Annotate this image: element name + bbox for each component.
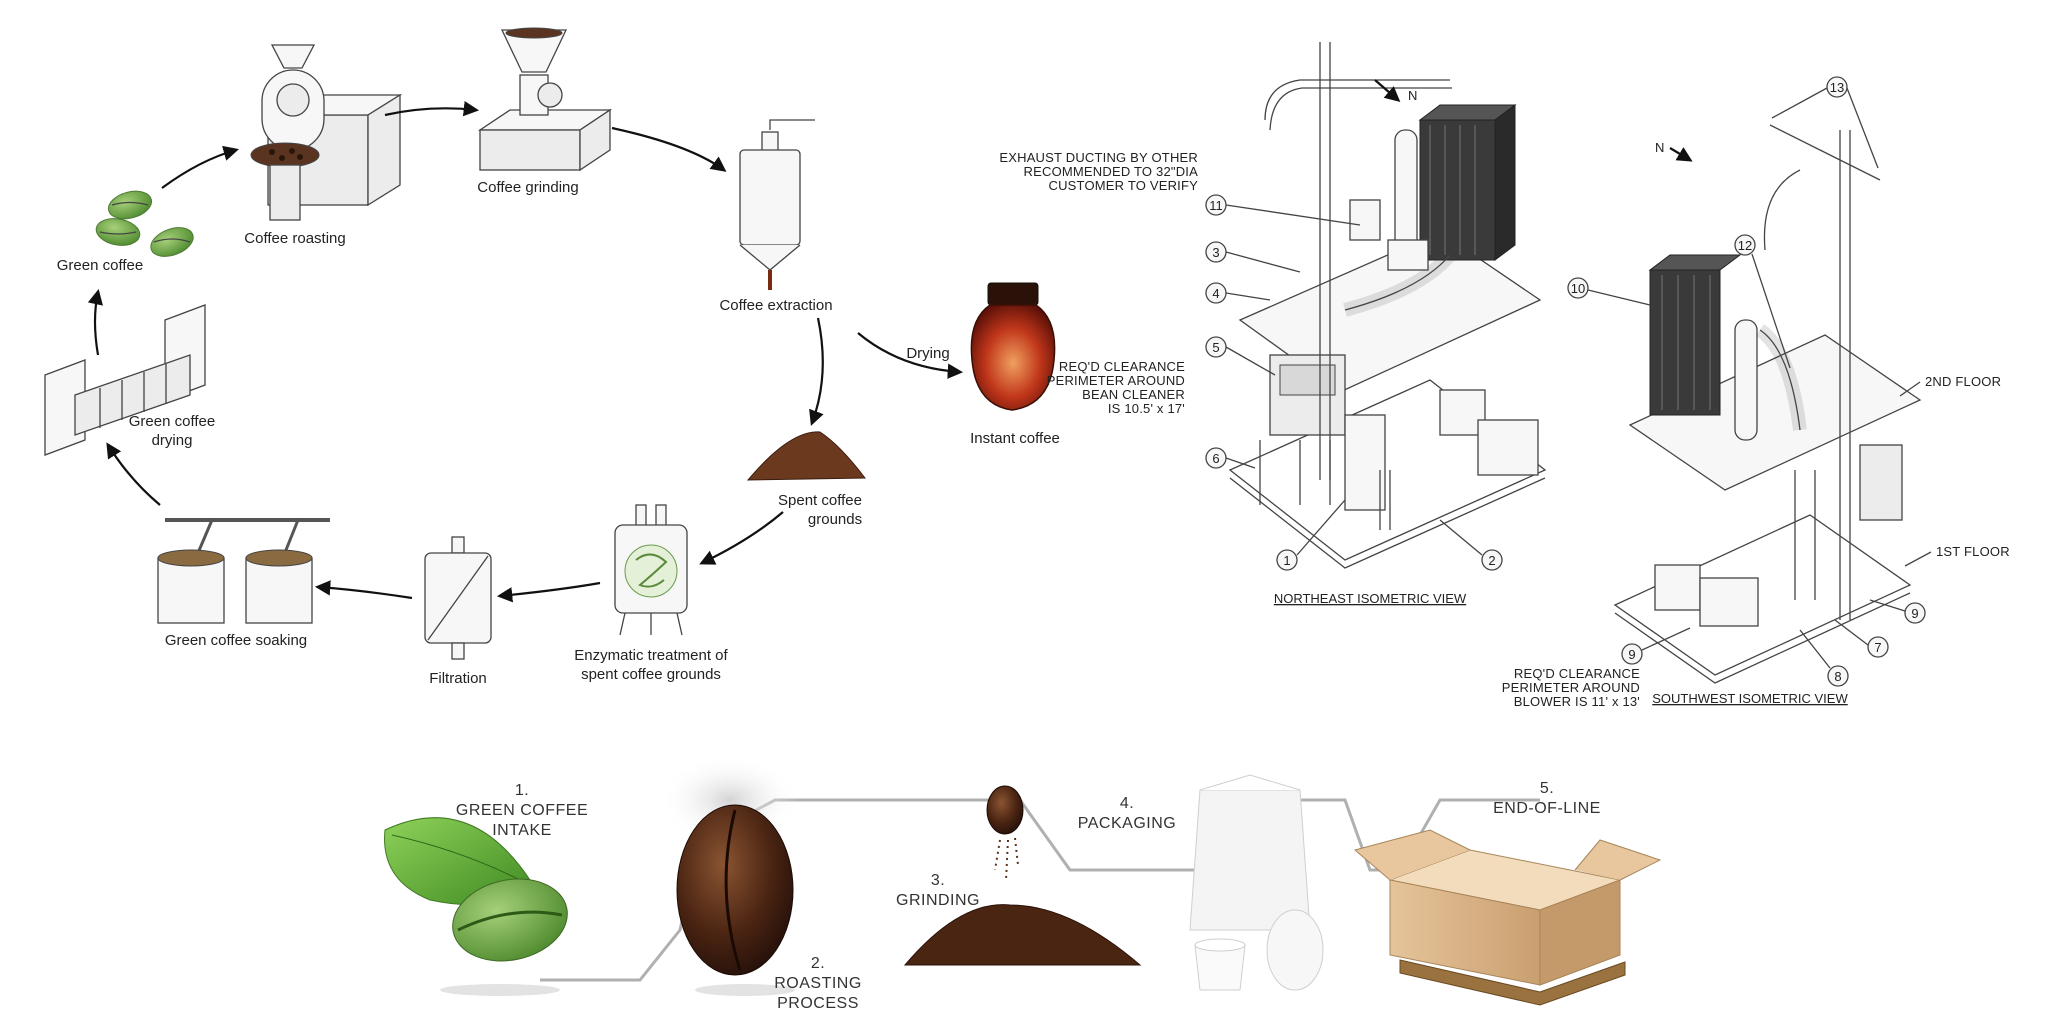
exhaust-note-2: RECOMMENDED TO 32"DIA — [1024, 164, 1199, 179]
callout-11: 11 — [1209, 198, 1223, 213]
step1-line2: INTAKE — [492, 822, 552, 839]
arrow-extraction-to-spent — [809, 317, 824, 426]
label-spent-2: grounds — [808, 511, 862, 528]
label-soaking: Green coffee soaking — [165, 632, 307, 649]
bean-clear-note-3: BEAN CLEANER — [1082, 387, 1185, 402]
north-label-sw: N — [1655, 140, 1665, 155]
callout-7: 7 — [1874, 640, 1881, 655]
callout-5: 5 — [1212, 340, 1219, 355]
callout-8: 8 — [1834, 669, 1841, 684]
label-drying: Drying — [906, 345, 949, 362]
packaging-image — [1189, 774, 1324, 991]
spent-grounds-pile-icon — [746, 431, 866, 481]
green-coffee-beans-icon — [95, 190, 194, 257]
callout-4: 4 — [1212, 286, 1219, 301]
north-arrow-ne — [1374, 79, 1401, 103]
filter-icon — [424, 536, 492, 660]
extraction-column-icon — [739, 119, 815, 290]
step2-number: 2. — [811, 955, 825, 972]
blower-clear-note-3: BLOWER IS 11' x 13' — [1514, 694, 1640, 709]
arrow-grinding-to-extraction — [611, 126, 727, 172]
north-label-ne: N — [1408, 88, 1418, 103]
callout-6: 6 — [1212, 451, 1219, 466]
bean-clear-note-1: REQ'D CLEARANCE — [1059, 359, 1185, 374]
step4-number: 4. — [1120, 795, 1134, 812]
label-roasting: Coffee roasting — [244, 230, 345, 247]
step3-number: 3. — [931, 872, 945, 889]
arrow-soaking-to-drying — [106, 442, 161, 506]
process-strip: 1. GREEN COFFEE INTAKE 2. ROASTING PROCE… — [384, 755, 1662, 1012]
label-gdrying-2: drying — [152, 432, 193, 449]
callout-9a: 9 — [1911, 606, 1918, 621]
arrow-roasting-to-grinding — [384, 101, 480, 117]
southwest-isometric-drawing — [1613, 124, 1922, 684]
blower-clear-note-1: REQ'D CLEARANCE — [1514, 666, 1640, 681]
label-gdrying-1: Green coffee — [129, 413, 215, 430]
blower-clear-note-2: PERIMETER AROUND — [1502, 680, 1640, 695]
callout-2: 2 — [1488, 553, 1495, 568]
label-ne-view: NORTHEAST ISOMETRIC VIEW — [1274, 591, 1467, 606]
label-spent-1: Spent coffee — [778, 492, 862, 509]
label-enzymatic-1: Enzymatic treatment of — [574, 647, 728, 664]
north-arrow-sw — [1669, 147, 1693, 162]
instant-coffee-jar-icon — [970, 282, 1056, 411]
callout-3: 3 — [1212, 245, 1219, 260]
end-of-line-box-image — [1353, 829, 1662, 1006]
sw-callouts: 13 10 12 9 7 8 9 — [1567, 76, 1926, 687]
cycle-diagram: Green coffee Coffee roasting Coffee grin… — [44, 27, 1060, 687]
bean-clear-note-2: PERIMETER AROUND — [1047, 373, 1185, 388]
grinder-icon — [477, 27, 613, 172]
callout-12: 12 — [1738, 238, 1752, 253]
green-coffee-dryer-icon — [44, 304, 206, 456]
arrow-enzymatic-to-filtration — [496, 581, 601, 603]
arrow-drying-to-green — [87, 288, 103, 356]
step1-number: 1. — [515, 782, 529, 799]
arrow-filtration-to-soaking — [314, 580, 413, 600]
cad-drawings: NORTHEAST ISOMETRIC VIEW N EXHAUST DUCTI… — [999, 42, 2010, 709]
ne-callouts: 11 3 4 5 6 1 2 — [1205, 194, 1503, 571]
first-floor-label: 1ST FLOOR — [1936, 544, 2010, 559]
callout-1: 1 — [1283, 553, 1290, 568]
step2-line2: PROCESS — [777, 995, 859, 1012]
label-grinding: Coffee grinding — [477, 179, 578, 196]
bean-clear-note-4: IS 10.5' x 17' — [1108, 401, 1185, 416]
step5-line1: END-OF-LINE — [1493, 800, 1601, 817]
label-green-coffee: Green coffee — [57, 257, 143, 274]
callout-10: 10 — [1571, 281, 1585, 296]
label-extraction: Coffee extraction — [719, 297, 832, 314]
label-enzymatic-2: spent coffee grounds — [581, 666, 721, 683]
step3-line1: GRINDING — [896, 892, 980, 909]
arrow-green-to-roasting — [161, 145, 239, 189]
step2-line1: ROASTING — [774, 975, 862, 992]
callout-9b: 9 — [1628, 647, 1635, 662]
ground-coffee-image — [903, 785, 1142, 966]
second-floor-label: 2ND FLOOR — [1925, 374, 2001, 389]
step1-line1: GREEN COFFEE — [456, 802, 588, 819]
callout-13: 13 — [1830, 80, 1844, 95]
northeast-isometric-drawing — [1228, 42, 1547, 569]
green-coffee-intake-image — [384, 817, 568, 996]
soaking-tanks-icon — [157, 518, 330, 624]
arrow-spent-to-enzymatic — [699, 511, 784, 565]
label-filtration: Filtration — [429, 670, 487, 687]
enzymatic-reactor-icon — [614, 504, 688, 636]
arrow-extraction-to-instant — [857, 332, 964, 379]
step4-line1: PACKAGING — [1078, 815, 1176, 832]
label-sw-view: SOUTHWEST ISOMETRIC VIEW — [1652, 691, 1848, 706]
roasted-bean-image — [660, 755, 800, 996]
label-instant-coffee: Instant coffee — [970, 430, 1060, 447]
exhaust-note-3: CUSTOMER TO VERIFY — [1048, 178, 1198, 193]
roaster-icon — [250, 44, 403, 221]
exhaust-note-1: EXHAUST DUCTING BY OTHER — [999, 150, 1198, 165]
step5-number: 5. — [1540, 780, 1554, 797]
